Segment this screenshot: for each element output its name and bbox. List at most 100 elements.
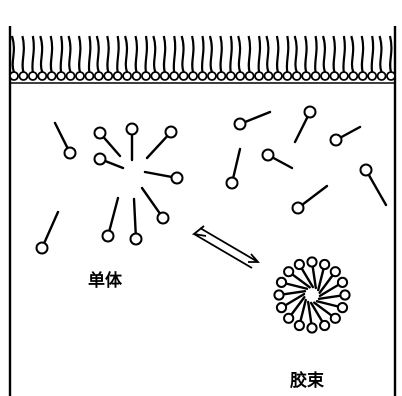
hydrophobic-tail xyxy=(192,36,193,72)
hydrophilic-head xyxy=(208,72,216,80)
hydrophilic-head xyxy=(340,72,348,80)
cluster-monomer xyxy=(103,198,119,242)
surface-molecule xyxy=(321,36,329,80)
hydrophobic-tail xyxy=(333,36,334,72)
hydrophobic-tail xyxy=(145,36,146,72)
hydrophobic-tail xyxy=(351,36,353,72)
surface-molecule xyxy=(19,36,27,80)
hydrophobic-tail xyxy=(147,136,167,158)
surface-molecule xyxy=(227,36,235,80)
hydrophobic-tail xyxy=(55,123,68,148)
hydrophilic-head xyxy=(19,72,27,80)
hydrophobic-tail xyxy=(295,36,297,72)
hydrophobic-tail xyxy=(245,112,270,122)
hydrophilic-head xyxy=(340,290,349,299)
hydrophobic-tail xyxy=(107,36,108,72)
surface-molecule xyxy=(208,36,216,80)
surface-molecule xyxy=(29,36,37,80)
hydrophilic-head xyxy=(277,303,286,312)
hydrophobic-tail xyxy=(145,172,172,177)
surface-molecule xyxy=(114,36,122,80)
hydrophilic-head xyxy=(227,178,238,189)
hydrophilic-head xyxy=(331,135,342,146)
hydrophilic-head xyxy=(95,72,103,80)
hydrophobic-tail xyxy=(89,36,90,72)
micelle-structure xyxy=(274,257,349,332)
free-monomers xyxy=(37,107,387,254)
hydrophilic-head xyxy=(161,72,169,80)
hydrophobic-tail xyxy=(362,36,363,72)
hydrophilic-head xyxy=(330,72,338,80)
hydrophilic-head xyxy=(320,321,329,330)
hydrophobic-tail xyxy=(44,212,58,243)
hydrophobic-tail xyxy=(210,36,212,72)
hydrophilic-head xyxy=(37,243,48,254)
free-monomer xyxy=(55,123,76,159)
hydrophilic-head xyxy=(320,260,329,269)
hydrophilic-head xyxy=(264,72,272,80)
hydrophobic-tail xyxy=(125,36,127,72)
hydrophobic-tail xyxy=(32,36,33,72)
hydrophobic-tail xyxy=(273,158,292,168)
hydrophobic-tail xyxy=(233,149,240,178)
surface-molecule xyxy=(133,36,141,80)
hydrophobic-tail xyxy=(134,199,136,234)
hydrophobic-tail xyxy=(313,267,316,288)
hydrophobic-tail xyxy=(259,36,260,72)
hydrophilic-head xyxy=(48,72,56,80)
surface-molecule xyxy=(142,36,150,80)
surface-molecule xyxy=(180,36,188,80)
surface-molecule xyxy=(104,36,112,80)
free-monomer xyxy=(263,150,293,169)
hydrophobic-tail xyxy=(390,36,391,72)
hydrophilic-head xyxy=(295,260,304,269)
hydrophilic-head xyxy=(142,72,150,80)
surface-molecule xyxy=(330,36,338,80)
hydrophobic-tail xyxy=(369,175,386,205)
hydrophilic-head xyxy=(274,72,282,80)
hydrophobic-tail xyxy=(380,36,382,72)
free-monomer xyxy=(235,112,271,130)
surface-molecule xyxy=(85,36,93,80)
hydrophobic-tail xyxy=(308,302,311,323)
hydrophobic-tail xyxy=(230,36,231,72)
hydrophilic-head xyxy=(331,314,340,323)
hydrophilic-head xyxy=(236,72,244,80)
surface-molecule xyxy=(378,36,386,80)
surface-molecule xyxy=(199,36,207,80)
hydrophobic-tail xyxy=(372,36,373,72)
hydrophilic-head xyxy=(307,323,316,332)
hydrophilic-head xyxy=(10,72,18,80)
hydrophobic-tail xyxy=(277,36,278,72)
hydrophilic-head xyxy=(321,72,329,80)
hydrophilic-head xyxy=(95,154,106,165)
hydrophilic-head xyxy=(295,321,304,330)
surface-molecule xyxy=(67,36,75,80)
hydrophilic-head xyxy=(338,278,347,287)
hydrophilic-head xyxy=(227,72,235,80)
free-monomer xyxy=(331,127,361,146)
hydrophilic-head xyxy=(65,148,76,159)
hydrophilic-head xyxy=(158,213,169,224)
surface-molecule xyxy=(359,36,367,80)
surface-molecule xyxy=(312,36,320,80)
hydrophilic-head xyxy=(29,72,37,80)
surface-molecule xyxy=(349,36,357,80)
hydrophilic-head xyxy=(217,72,225,80)
hydrophilic-head xyxy=(199,72,207,80)
surface-molecule xyxy=(236,36,244,80)
hydrophilic-head xyxy=(76,72,84,80)
hydrophilic-head xyxy=(189,72,197,80)
surface-monolayer xyxy=(10,36,395,80)
equilibrium-arrows xyxy=(194,226,258,268)
surface-molecule xyxy=(95,36,103,80)
cluster-monomer xyxy=(131,199,142,245)
surface-molecule xyxy=(76,36,84,80)
surface-molecule xyxy=(293,36,301,80)
hydrophobic-tail xyxy=(142,188,160,213)
hydrophilic-head xyxy=(283,72,291,80)
surface-molecule xyxy=(264,36,272,80)
hydrophobic-tail xyxy=(51,36,52,72)
hydrophilic-head xyxy=(180,72,188,80)
